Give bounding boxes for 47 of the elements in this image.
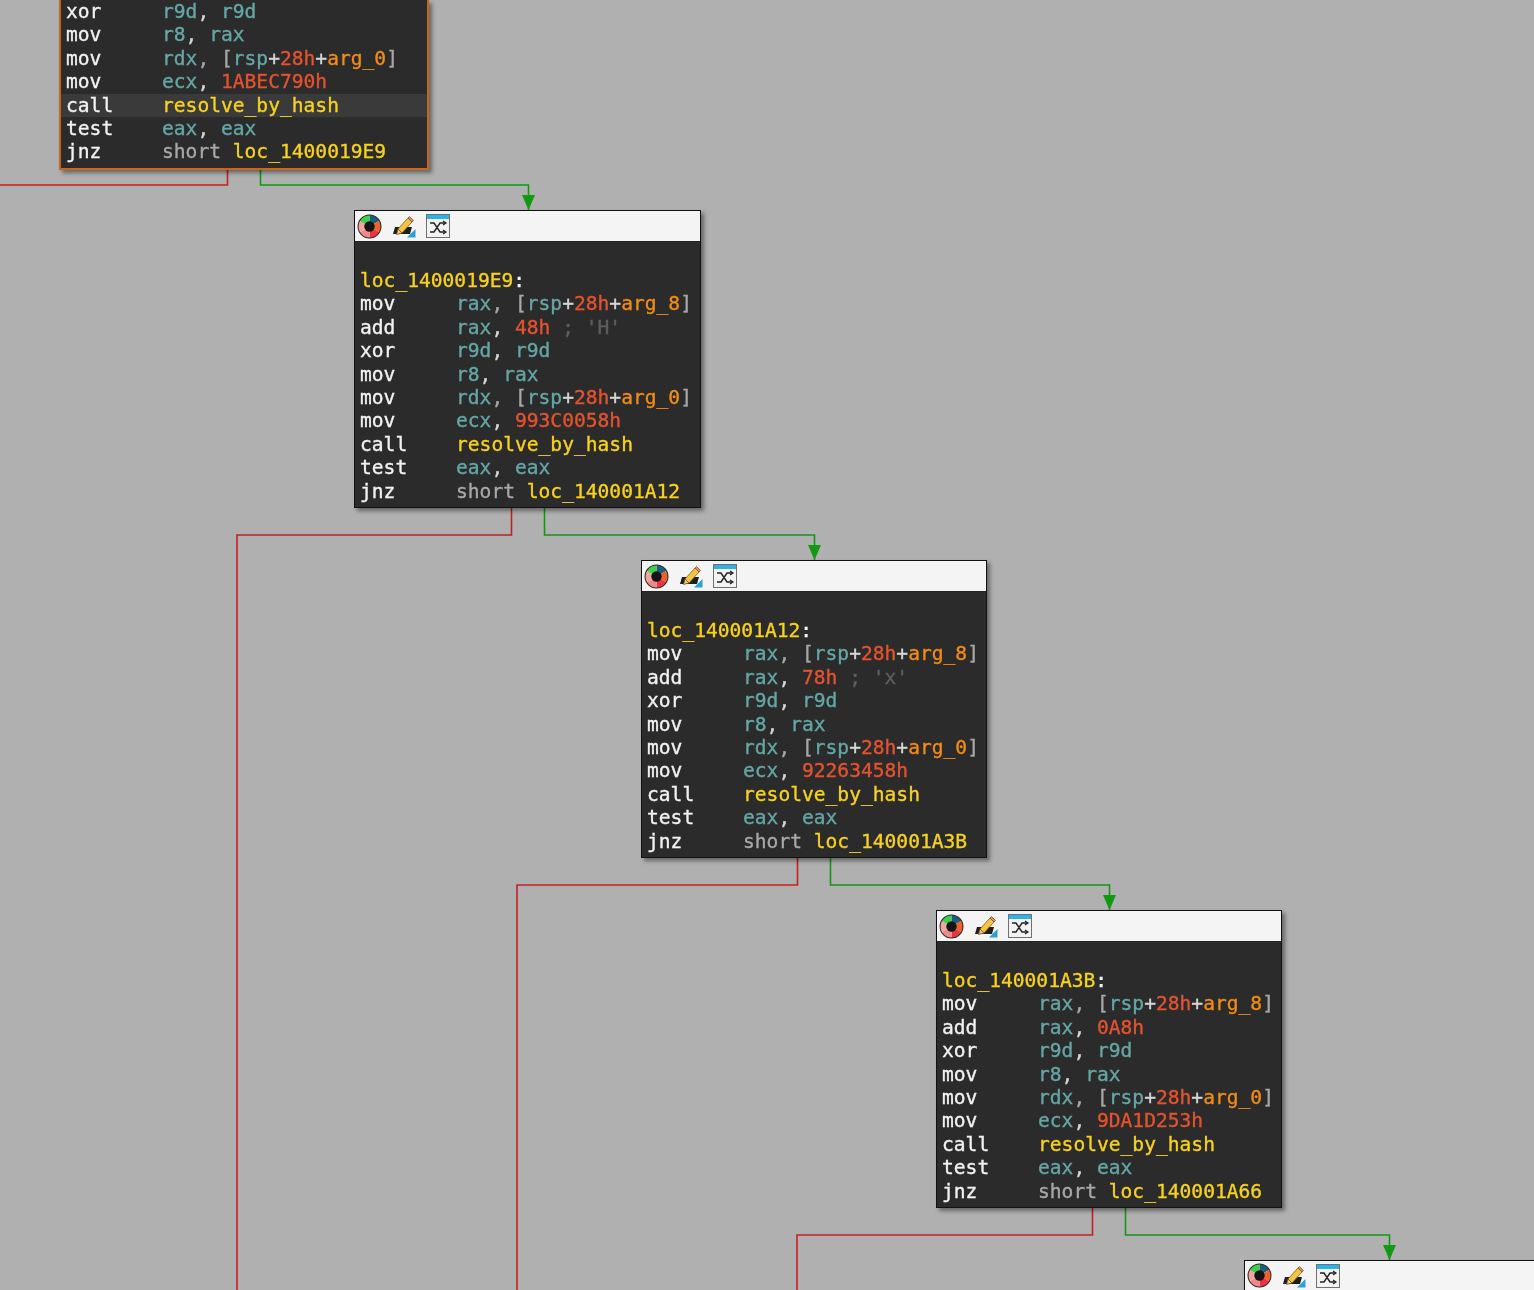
code-line: xor r9d, r9d — [647, 689, 838, 713]
code-line: jnz short loc_140001A3B — [647, 829, 968, 854]
code-line: jnz short loc_140001A12 — [360, 479, 681, 504]
code-block — [59, 0, 429, 170]
code-line: call resolve_by_hash — [647, 782, 920, 807]
code-line: test eax, eax — [66, 117, 257, 141]
code-line: mov rdx, [rsp+28h+arg_0] — [360, 386, 692, 410]
connector-line — [796, 1207, 1094, 1290]
code-line: xor r9d, r9d — [942, 1039, 1133, 1063]
connector-line — [236, 507, 513, 1290]
code-line: test eax, eax — [360, 456, 551, 480]
arrow — [829, 857, 1116, 911]
code-line: mov rax, [rsp+28h+arg_8] — [942, 992, 1274, 1016]
code-block — [641, 560, 987, 859]
code-line: add rax, 0A8h — [942, 1015, 1145, 1040]
code-line: mov rax, [rsp+28h+arg_8] — [647, 642, 979, 666]
code-line: mov r8, rax — [66, 23, 245, 47]
arrow — [1124, 1207, 1396, 1261]
arrow — [259, 169, 535, 211]
code-label: loc_140001A12: — [647, 619, 813, 643]
code-line: mov r8, rax — [647, 712, 826, 737]
code-line: jnz short loc_140001A66 — [942, 1179, 1263, 1204]
code-line: xor r9d, r9d — [360, 339, 551, 363]
code-line: mov r8, rax — [360, 362, 539, 387]
code-line: test eax, eax — [647, 806, 838, 830]
code-line: mov rdx, [rsp+28h+arg_0] — [66, 46, 398, 71]
code-block — [1244, 1260, 1534, 1290]
code-line: call resolve_by_hash — [360, 432, 633, 457]
code-line: mov rax, [rsp+28h+arg_8] — [360, 292, 692, 316]
connector-line — [516, 857, 799, 1290]
code-line: jnz short loc_1400019E9 — [66, 140, 387, 164]
code-line: mov ecx, 993C0058h — [360, 409, 622, 433]
code-label: loc_1400019E9: — [360, 269, 526, 293]
code-line: mov rdx, [rsp+28h+arg_0] — [942, 1086, 1274, 1110]
connector-line — [0, 169, 229, 186]
code-line: call resolve_by_hash — [942, 1132, 1215, 1157]
code-line: mov ecx, 1ABEC790h — [66, 70, 328, 94]
code-label: loc_140001A3B: — [942, 969, 1108, 993]
code-line: xor r9d, r9d — [66, 0, 257, 24]
arrow — [543, 507, 821, 561]
code-line: mov ecx, 9DA1D253h — [942, 1109, 1204, 1133]
code-block — [354, 210, 701, 509]
code-block — [936, 910, 1282, 1209]
code-line: mov rdx, [rsp+28h+arg_0] — [647, 736, 979, 760]
code-line: test eax, eax — [942, 1156, 1133, 1180]
code-line: mov r8, rax — [942, 1062, 1121, 1087]
code-line: mov ecx, 92263458h — [647, 759, 909, 783]
